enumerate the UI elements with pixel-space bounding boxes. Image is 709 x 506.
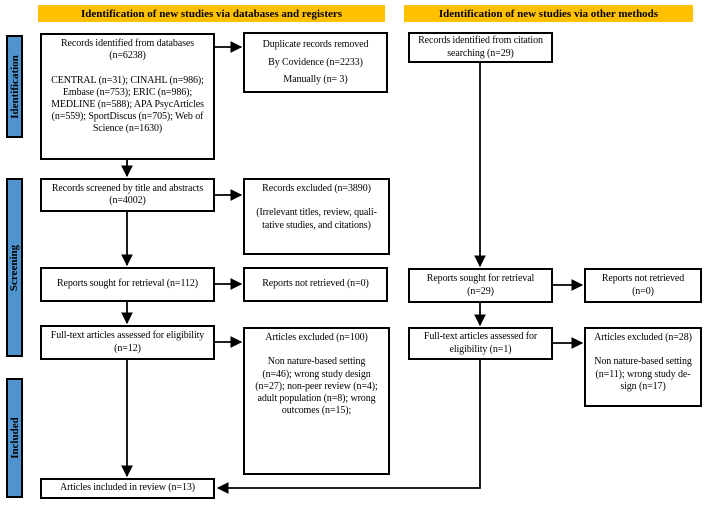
box-reports-sought-databases: Reports sought for retrieval (n=112) — [40, 267, 215, 302]
box-reports-not-retrieved-databases: Reports not retrieved (n=0) — [243, 267, 388, 302]
box-duplicate-records-removed: Duplicate records removed By Covidence (… — [243, 32, 388, 93]
header-other-methods: Identification of new studies via other … — [404, 5, 693, 22]
stage-label-identification: Identification — [8, 54, 21, 119]
stage-bar-identification: Identification — [6, 35, 23, 138]
box-articles-included: Articles included in review (n=13) — [40, 478, 215, 499]
stage-label-screening: Screening — [8, 244, 21, 291]
box-articles-excluded-databases: Articles excluded (n=100) Non nature-bas… — [243, 327, 390, 475]
box-fulltext-assessed-other: Full-text articles assessed for eligibil… — [408, 327, 553, 360]
box-reports-sought-other: Reports sought for retrieval (n=29) — [408, 268, 553, 303]
box-records-screened: Records screened by title and abstracts … — [40, 178, 215, 212]
stage-label-included: Included — [8, 417, 21, 459]
header-databases-registers: Identification of new studies via databa… — [38, 5, 385, 22]
stage-bar-screening: Screening — [6, 178, 23, 357]
box-records-identified-databases: Records identified from databases (n=623… — [40, 33, 215, 160]
box-reports-not-retrieved-other: Reports not retrieved (n=0) — [584, 268, 702, 303]
stage-bar-included: Included — [6, 378, 23, 498]
box-records-identified-citation: Records identified from citation searchi… — [408, 32, 553, 63]
box-fulltext-assessed-databases: Full-text articles assessed for eligibil… — [40, 325, 215, 360]
box-records-excluded: Records excluded (n=3890) (Irrelevant ti… — [243, 178, 390, 255]
box-articles-excluded-other: Articles excluded (n=28) Non nature-base… — [584, 327, 702, 407]
